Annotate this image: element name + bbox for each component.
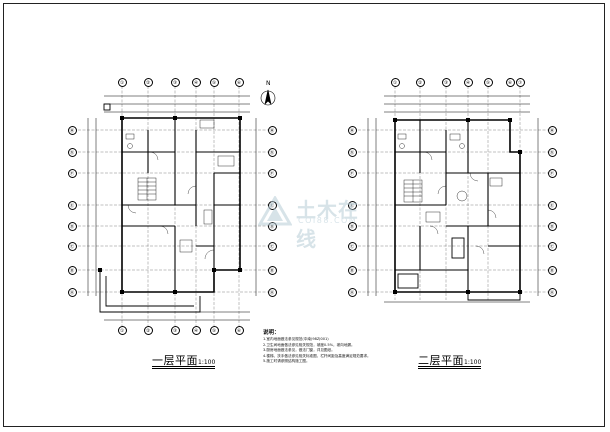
watermark-logo-icon — [258, 196, 292, 226]
title-underline-thin — [418, 368, 482, 369]
design-notes: 说明： 1.室内地面做法参见规范(中南)98ZJ001) 2.卫生间地面做法参见… — [263, 330, 493, 365]
axis-bubble-right: Ⓒ — [547, 241, 557, 251]
axis-bubble-left: Ⓓ — [67, 221, 77, 231]
axis-bubble-right: Ⓕ — [267, 168, 277, 178]
axis-bubble-left: Ⓗ — [347, 125, 357, 135]
axis-bubble-bottom: ③ — [170, 325, 180, 335]
axis-bubble-top: ⑥ — [505, 77, 515, 87]
axis-bubble-top: ② — [415, 77, 425, 87]
axis-bubble-top: ② — [143, 77, 153, 87]
axis-bubble-left: Ⓓ — [347, 221, 357, 231]
axis-bubble-left: Ⓔ — [67, 200, 77, 210]
columns — [393, 118, 522, 294]
fixtures — [125, 119, 235, 253]
note-item: 1.室内地面做法参见规范(中南)98ZJ001) — [263, 337, 329, 341]
axis-bubble-top: ③ — [170, 77, 180, 87]
stair — [137, 177, 157, 201]
plan-title-text: 二层平面 — [418, 354, 464, 367]
axis-bubble-top: ④ — [191, 77, 201, 87]
axis-bubble-top: ① — [117, 77, 127, 87]
plan-title-second-floor: 二层平面1:100 — [418, 352, 482, 369]
plan-scale-text: 1:100 — [464, 359, 482, 366]
dimension-lines — [87, 95, 257, 321]
axis-bubble-right: Ⓖ — [267, 147, 277, 157]
axis-bubble-right: Ⓕ — [547, 168, 557, 178]
axis-bubble-left: Ⓔ — [347, 200, 357, 210]
second-floor-plan — [358, 86, 548, 303]
exterior-walls — [394, 119, 521, 293]
axis-bubble-top: ⑤ — [209, 77, 219, 87]
axis-bubble-right: Ⓐ — [267, 287, 277, 297]
axis-bubble-top: ① — [390, 77, 400, 87]
axis-bubble-right: Ⓗ — [267, 125, 277, 135]
dimension-lines — [367, 95, 539, 303]
axis-bubble-left: Ⓖ — [67, 147, 77, 157]
axis-bubble-right: Ⓓ — [547, 221, 557, 231]
axis-bubble-top: ③ — [441, 77, 451, 87]
axis-bubble-left: Ⓕ — [67, 168, 77, 178]
axis-bubble-right: Ⓗ — [547, 125, 557, 135]
axis-bubble-left: Ⓒ — [67, 241, 77, 251]
plan-scale-text: 1:100 — [198, 359, 216, 366]
axis-bubble-top: ④ — [463, 77, 473, 87]
title-underline — [418, 366, 482, 367]
interior-walls — [395, 120, 520, 292]
watermark-text-cn: 土木在线 — [296, 198, 359, 251]
axis-bubble-left: Ⓒ — [347, 241, 357, 251]
axis-bubble-left: Ⓐ — [67, 287, 77, 297]
axis-bubble-right: Ⓑ — [267, 265, 277, 275]
interior-walls — [122, 118, 240, 292]
north-label: N — [266, 80, 271, 87]
axis-bubble-bottom: ① — [117, 325, 127, 335]
axis-bubble-top: ⑤ — [483, 77, 493, 87]
axis-bubble-right: Ⓑ — [547, 265, 557, 275]
title-underline-thin — [152, 368, 216, 369]
doors — [423, 151, 497, 255]
axis-bubble-top: ⑥ — [234, 77, 244, 87]
doors — [127, 151, 215, 260]
axis-bubble-bottom: ④ — [191, 325, 201, 335]
axis-bubble-right: Ⓖ — [547, 147, 557, 157]
axis-bubble-right: Ⓒ — [267, 241, 277, 251]
plan-title-text: 一层平面 — [152, 354, 198, 367]
note-item: 4.楼梯、扶手做法参见相关标准图，栏杆间距及高度满足规范要求。 — [263, 353, 371, 358]
axis-bubble-left: Ⓑ — [67, 265, 77, 275]
axis-bubble-top: ⑦ — [515, 77, 525, 87]
axis-bubble-right: Ⓔ — [547, 200, 557, 210]
axis-bubble-left: Ⓐ — [347, 287, 357, 297]
note-item: 2.卫生间地面做法参见相关规范，坡度0.5%，坡向地漏。 — [263, 342, 355, 347]
note-item: 3.厨房地面做法参见，做法门窗，详见图纸。 — [263, 348, 335, 353]
axis-bubble-bottom: ⑥ — [234, 325, 244, 335]
watermark-text-en: COI88.COM — [298, 216, 358, 225]
plan-title-first-floor: 一层平面1:100 — [152, 352, 216, 369]
axis-bubble-right: Ⓓ — [267, 221, 277, 231]
sheet-border — [3, 3, 605, 427]
north-arrow — [260, 89, 276, 106]
columns — [98, 116, 242, 294]
axis-bubble-left: Ⓑ — [347, 265, 357, 275]
fixtures — [397, 133, 503, 223]
title-underline — [152, 366, 216, 367]
axis-bubble-bottom: ⑤ — [209, 325, 219, 335]
axis-bubble-left: Ⓗ — [67, 125, 77, 135]
porch-outline — [99, 103, 201, 313]
axis-bubble-bottom: ② — [143, 325, 153, 335]
first-floor-plan — [78, 86, 268, 330]
note-item: 5.施工时请参照结构施工图。 — [263, 359, 310, 364]
axis-bubble-left: Ⓕ — [347, 168, 357, 178]
balcony-outline — [397, 237, 521, 301]
axis-bubble-right: Ⓐ — [547, 287, 557, 297]
watermark: 土木在线 COI88.COM — [258, 194, 378, 251]
stair — [403, 179, 423, 203]
axis-bubble-left: Ⓖ — [347, 147, 357, 157]
notes-title: 说明： — [263, 330, 280, 336]
